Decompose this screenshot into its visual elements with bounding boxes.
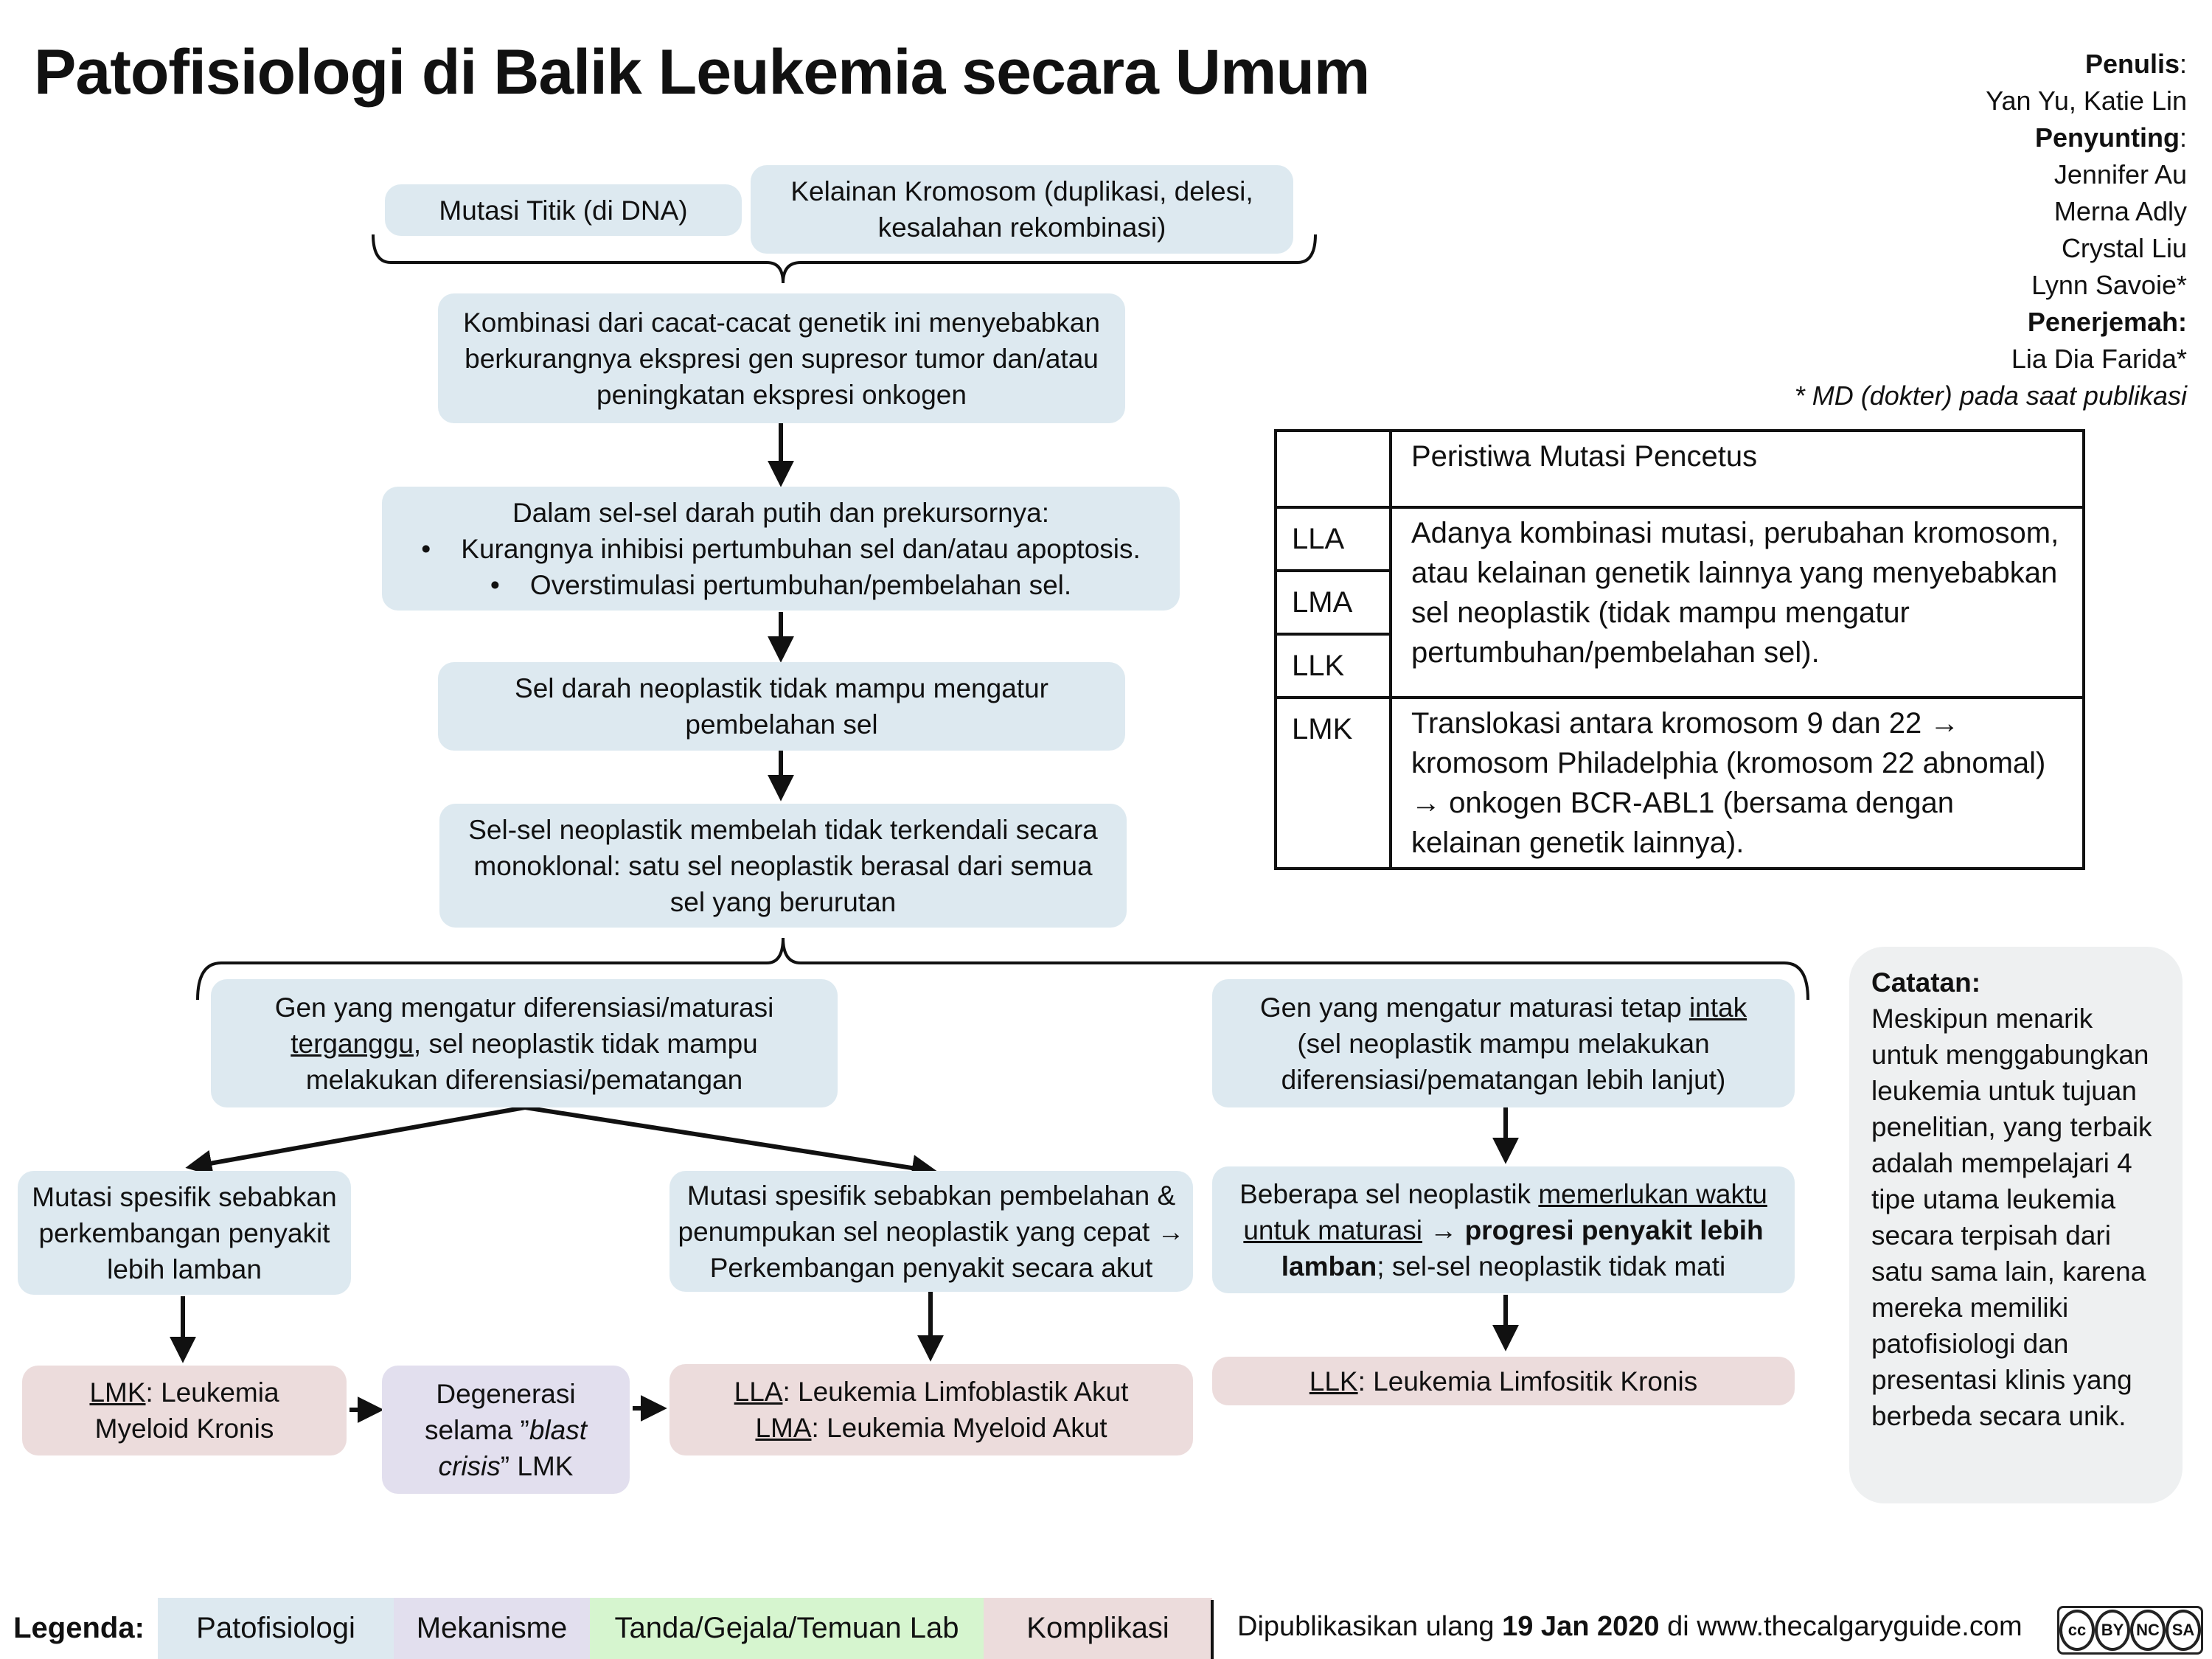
editor-2: Merna Adly [2053, 196, 2187, 226]
wbc-heading: Dalam sel-sel darah putih dan prekursorn… [512, 497, 1050, 528]
table-row: LMA [1274, 569, 2084, 636]
intact-pre: Gen yang mengatur maturasi tetap [1259, 992, 1682, 1023]
cc-icon: cc [2059, 1610, 2095, 1651]
row-label-llk: LLK [1274, 633, 1392, 699]
fast-mutation-text-2: Perkembangan penyakit secara akut [709, 1252, 1153, 1283]
blast-pre: Degenerasi selama ” [424, 1378, 576, 1445]
footnote: * MD (dokter) pada saat publikasi [1794, 380, 2187, 411]
legend-divider [1211, 1600, 1214, 1659]
neoplastic-box: Sel darah neoplastik tidak mampu mengatu… [438, 662, 1125, 751]
by-icon: BY [2095, 1610, 2130, 1651]
intact-underlined: intak [1688, 992, 1747, 1023]
lmk-abbr: LMK [89, 1377, 146, 1408]
disrupted-genes-box: Gen yang mengatur diferensiasi/maturasi … [211, 979, 838, 1107]
legend-label: Legenda: [13, 1612, 145, 1644]
disrupted-underlined: terganggu [291, 1028, 414, 1059]
editor-1: Jennifer Au [2053, 159, 2187, 189]
neoplastic-text: Sel darah neoplastik tidak mampu mengatu… [515, 673, 1048, 740]
editor-4: Lynn Savoie* [2031, 270, 2187, 300]
cc-license-badge: cc BY NC SA [2057, 1606, 2203, 1655]
table-row: LLK [1274, 633, 2084, 699]
lla-text: : Leukemia Limfoblastik Akut [782, 1377, 1129, 1407]
authors: Yan Yu, Katie Lin [1986, 86, 2187, 116]
row-label-lmk: LMK [1274, 696, 1392, 870]
combination-box: Kombinasi dari cacat-cacat genetik ini m… [438, 293, 1125, 423]
llk-box: LLK: Leukemia Limfositik Kronis [1212, 1357, 1795, 1405]
mutation-table: Peristiwa Mutasi Pencetus LLA Adanya kom… [1274, 429, 2085, 870]
lla-abbr: LLA [734, 1377, 783, 1407]
time-underlined: memerlukan waktu untuk maturasi [1243, 1178, 1767, 1245]
top-brace [372, 234, 1317, 284]
note-text: Meskipun menarik untuk menggabungkan leu… [1871, 1004, 2152, 1431]
lower-brace [196, 937, 1809, 1001]
table-header-row: Peristiwa Mutasi Pencetus [1274, 429, 2085, 509]
table-header: Peristiwa Mutasi Pencetus [1389, 429, 2085, 509]
wbc-bullet-2: • Overstimulasi pertumbuhan/pembelahan s… [490, 569, 1072, 600]
combination-text: Kombinasi dari cacat-cacat genetik ini m… [463, 307, 1100, 410]
disrupted-post: , sel neoplastik tidak mampu melakukan d… [305, 1028, 758, 1095]
llk-abbr: LLK [1309, 1366, 1358, 1397]
wbc-box: Dalam sel-sel darah putih dan prekursorn… [382, 487, 1180, 611]
lma-abbr: LMA [755, 1413, 812, 1443]
editor-3: Crystal Liu [2061, 233, 2187, 263]
time-post: ; sel-sel neoplastik tidak mati [1377, 1251, 1726, 1281]
monoclonal-box: Sel-sel neoplastik membelah tidak terken… [439, 804, 1127, 928]
legend-mechanism: Mekanisme [394, 1598, 590, 1659]
intact-post: (sel neoplastik mampu melakukan diferens… [1281, 1028, 1726, 1095]
legend-pathophysiology: Patofisiologi [158, 1598, 394, 1659]
blast-post: ” LMK [500, 1450, 574, 1481]
lla-lma-box: LLA: Leukemia Limfoblastik Akut LMA: Leu… [669, 1364, 1193, 1455]
page-title: Patofisiologi di Balik Leukemia secara U… [34, 37, 1370, 108]
row-label-lla: LLA [1274, 506, 1392, 572]
blast-crisis-box: Degenerasi selama ”blast crisis” LMK [382, 1366, 630, 1494]
chromosome-abnormality-box: Kelainan Kromosom (duplikasi, delesi, ke… [751, 165, 1293, 254]
blast-italic: blast crisis [438, 1414, 588, 1481]
lma-text: : Leukemia Myeloid Akut [811, 1413, 1107, 1443]
slow-mutation-box: Mutasi spesifik sebabkan perkembangan pe… [18, 1171, 351, 1295]
monoclonal-text: Sel-sel neoplastik membelah tidak terken… [468, 814, 1098, 917]
lmk-trigger-text: Translokasi antara kromosom 9 dan 22 → k… [1389, 696, 2085, 870]
table-header-empty [1274, 429, 1392, 509]
arrow-disrupted-fast [524, 1105, 939, 1181]
sa-icon: SA [2166, 1610, 2201, 1651]
translator: Lia Dia Farida* [2011, 344, 2187, 374]
chromosome-abnormality-text: Kelainan Kromosom (duplikasi, delesi, ke… [790, 176, 1253, 243]
note-label: Catatan: [1871, 967, 1981, 998]
author-label: Penulis [2084, 49, 2180, 79]
arrow-glyph: → [1430, 1214, 1458, 1245]
wbc-bullet-1: • Kurangnya inhibisi pertumbuhan sel dan… [421, 533, 1141, 564]
llk-text: : Leukemia Limfositik Kronis [1357, 1366, 1698, 1397]
arrow-disrupted-slow [185, 1105, 526, 1177]
intact-genes-box: Gen yang mengatur maturasi tetap intak (… [1212, 979, 1795, 1107]
table-row: LLA Adanya kombinasi mutasi, perubahan k… [1274, 506, 2085, 699]
editor-label: Penyunting [2034, 122, 2180, 153]
footer-publication: Dipublikasikan ulang 19 Jan 2020 di www.… [1237, 1611, 2023, 1642]
arrow-glyph: → [1157, 1216, 1185, 1247]
lmk-box: LMK: Leukemia Myeloid Kronis [22, 1366, 347, 1455]
note-box: Catatan: Meskipun menarik untuk menggabu… [1849, 947, 2183, 1503]
time-bold: progresi penyakit lebih lamban [1281, 1214, 1764, 1281]
disrupted-pre: Gen yang mengatur diferensiasi/maturasi [274, 992, 774, 1023]
fast-mutation-text: Mutasi spesifik sebabkan pembelahan & pe… [678, 1180, 1176, 1247]
shared-trigger-text: Adanya kombinasi mutasi, perubahan kromo… [1389, 506, 2085, 699]
point-mutation-box: Mutasi Titik (di DNA) [385, 184, 742, 236]
time-maturation-box: Beberapa sel neoplastik memerlukan waktu… [1212, 1166, 1795, 1293]
time-pre: Beberapa sel neoplastik [1239, 1178, 1531, 1209]
legend-complications: Komplikasi [984, 1598, 1212, 1659]
fast-mutation-box: Mutasi spesifik sebabkan pembelahan & pe… [669, 1171, 1193, 1292]
translator-label: Penerjemah: [2027, 307, 2187, 337]
row-label-lma: LMA [1274, 569, 1392, 636]
point-mutation-text: Mutasi Titik (di DNA) [439, 195, 688, 226]
nc-icon: NC [2130, 1610, 2166, 1651]
table-row: LMK Translokasi antara kromosom 9 dan 22… [1274, 696, 2085, 870]
slow-mutation-text: Mutasi spesifik sebabkan perkembangan pe… [32, 1181, 337, 1284]
credits: Penulis: Yan Yu, Katie Lin Penyunting: J… [1795, 46, 2187, 414]
legend-signs: Tanda/Gejala/Temuan Lab [590, 1598, 984, 1659]
lmk-text: : Leukemia Myeloid Kronis [94, 1377, 279, 1444]
